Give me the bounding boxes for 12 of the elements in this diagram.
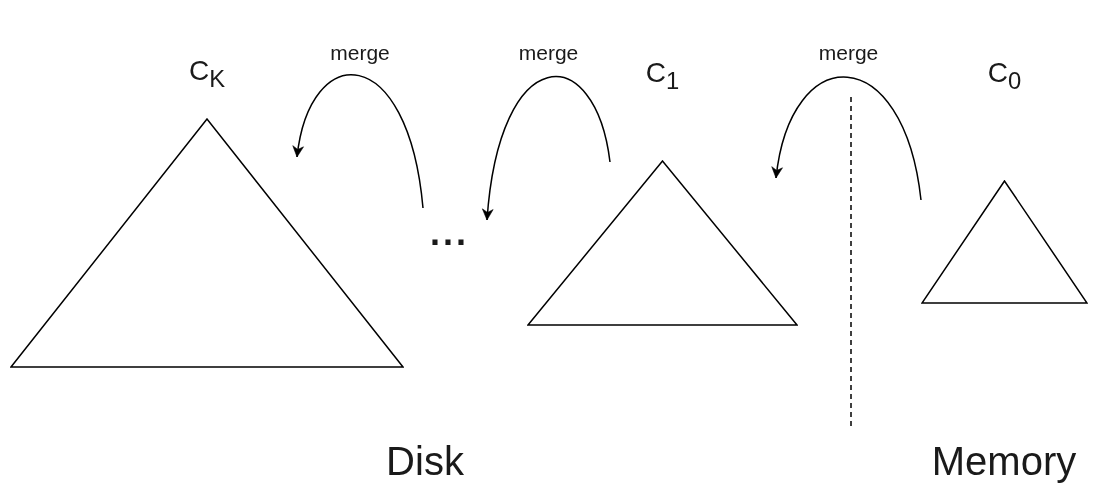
edge-label: merge — [818, 41, 879, 65]
edge-label: merge — [518, 41, 579, 65]
merge-arrow — [482, 76, 611, 221]
component-label: C$_{0}$ — [987, 58, 1022, 93]
region-label: Memory — [931, 438, 1077, 484]
edge-label: merge — [330, 41, 390, 65]
component-label: C$_{1}$ — [645, 58, 680, 93]
merge-arrow — [293, 74, 424, 209]
ellipsis: ... — [430, 215, 469, 251]
component-label: C$_{K}$ — [188, 56, 226, 91]
region-label: Disk — [386, 438, 464, 484]
merge-arrow — [772, 76, 922, 201]
